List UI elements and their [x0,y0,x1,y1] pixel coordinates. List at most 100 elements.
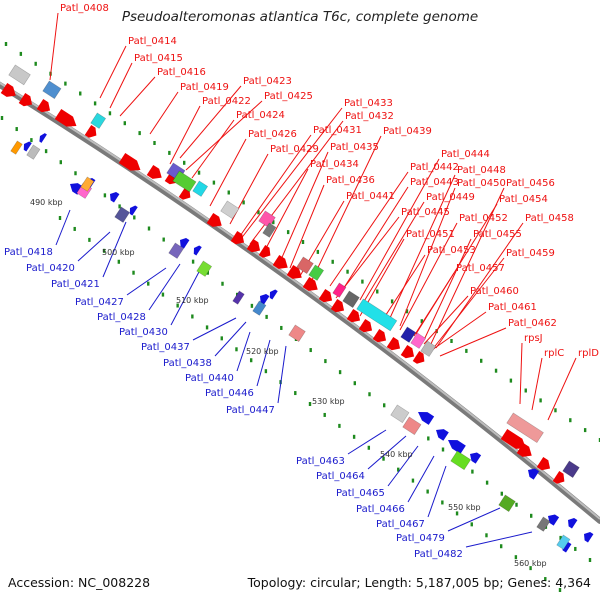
reverse-gene-label[interactable]: Patl_0430 [119,327,168,338]
forward-gene-label[interactable]: Patl_0415 [134,53,183,64]
feature-box [114,206,131,223]
reverse-gene-label[interactable]: Patl_0437 [141,342,190,353]
forward-gene-label[interactable]: Patl_0431 [313,125,362,136]
feature-box [172,170,197,193]
leader-line [277,345,287,404]
track-dot [509,378,513,383]
forward-gene-label[interactable]: Patl_0460 [470,286,519,297]
reverse-gene-label[interactable]: Patl_0438 [163,358,212,369]
forward-gene-label[interactable]: Patl_0458 [525,213,574,224]
forward-gene [258,244,271,258]
leader-line [263,168,309,253]
track-dot [524,388,527,393]
reverse-gene-label[interactable]: Patl_0447 [226,405,275,416]
track-dot [242,200,245,205]
reverse-gene-label[interactable]: Patl_0482 [414,549,463,560]
forward-gene-label[interactable]: Patl_0459 [506,248,555,259]
reverse-gene-label[interactable]: Patl_0420 [26,263,75,274]
forward-gene-label[interactable]: Patl_0414 [128,36,177,47]
forward-gene-label[interactable]: Patl_0449 [426,192,475,203]
forward-gene-label[interactable]: Patl_0433 [344,98,393,109]
reverse-gene-label[interactable]: Patl_0428 [97,312,146,323]
forward-gene-label[interactable]: Patl_0408 [60,3,109,14]
forward-gene-label[interactable]: Patl_0453 [427,245,476,256]
forward-gene-label[interactable]: Patl_0462 [508,318,557,329]
forward-gene-label[interactable]: Patl_0444 [441,149,490,160]
forward-gene-label[interactable]: Patl_0439 [383,126,432,137]
reverse-gene-label[interactable]: Patl_0464 [316,471,365,482]
reverse-gene [70,183,83,195]
track-dot [558,588,562,592]
reverse-gene-label[interactable]: Patl_0465 [336,488,385,499]
forward-gene-label[interactable]: Patl_0423 [243,76,292,87]
feature-box [252,300,267,316]
reverse-gene-label[interactable]: Patl_0463 [296,456,345,467]
forward-gene-label[interactable]: Patl_0419 [180,82,229,93]
track-dot [588,558,592,562]
reverse-gene-label[interactable]: Patl_0421 [51,279,100,290]
track-dot [569,418,572,423]
forward-gene-label[interactable]: Patl_0451 [406,229,455,240]
forward-gene-label[interactable]: Patl_0456 [506,178,555,189]
forward-gene-label[interactable]: Patl_0442 [410,162,459,173]
track-dot [30,138,33,143]
forward-gene-label[interactable]: Patl_0443 [410,177,459,188]
reverse-gene-label[interactable]: Patl_0446 [205,388,254,399]
track-dot [205,325,209,330]
reverse-gene-label[interactable]: Patl_0479 [396,533,445,544]
forward-gene-label[interactable]: Patl_0455 [473,229,522,240]
forward-gene-label[interactable]: rplC [544,348,564,359]
track-dot [515,502,518,507]
forward-gene-label[interactable]: rpsJ [524,333,543,344]
forward-gene-label[interactable]: Patl_0452 [459,213,508,224]
forward-gene [346,308,361,323]
forward-gene-label[interactable]: Patl_0424 [236,110,285,121]
track-dot [323,412,326,417]
reverse-gene-label[interactable]: Patl_0440 [185,373,234,384]
forward-gene [206,212,222,227]
forward-gene-label[interactable]: Patl_0441 [346,191,395,202]
reverse-gene [180,237,190,249]
track-dot [147,226,151,231]
reverse-gene-label[interactable]: Patl_0418 [4,247,53,258]
tick-label: 540 kbp [380,450,413,459]
reverse-gene-label[interactable]: Patl_0466 [356,504,405,515]
forward-gene-label[interactable]: Patl_0445 [401,207,450,218]
forward-gene-label[interactable]: Patl_0429 [270,144,319,155]
forward-gene [302,276,318,291]
forward-gene-label[interactable]: Patl_0434 [310,159,359,170]
track-dot [494,368,498,373]
forward-gene-label[interactable]: Patl_0454 [499,194,548,205]
reverse-gene-label[interactable]: Patl_0467 [376,519,425,530]
forward-gene-label[interactable]: Patl_0448 [457,165,506,176]
forward-gene-label[interactable]: Patl_0461 [488,302,537,313]
forward-gene [18,92,33,107]
forward-gene-label[interactable]: Patl_0457 [456,263,505,274]
forward-gene-label[interactable]: Patl_0426 [248,129,297,140]
forward-gene-label[interactable]: Patl_0422 [202,96,251,107]
leader-line [185,100,263,171]
track-dot [405,309,409,314]
feature-box [400,326,417,343]
forward-gene [54,108,77,127]
leader-line [192,317,237,341]
track-dot [58,216,62,220]
forward-gene-label[interactable]: Patl_0432 [345,111,394,122]
forward-gene-label[interactable]: Patl_0435 [330,142,379,153]
forward-gene [146,164,162,179]
forward-gene-label[interactable]: Patl_0436 [326,175,375,186]
forward-gene-label[interactable]: rplD [578,348,599,359]
leader-line [119,76,156,117]
track-dot [235,347,238,352]
leader-line [531,357,543,411]
leader-line [149,91,179,135]
leader-line [99,45,127,99]
leader-line [447,507,501,532]
forward-gene-label[interactable]: Patl_0425 [264,91,313,102]
leader-line [519,342,523,405]
forward-gene-label[interactable]: Patl_0416 [157,67,206,78]
leader-line [148,263,181,311]
reverse-gene-label[interactable]: Patl_0427 [75,297,124,308]
forward-gene-label[interactable]: Patl_0450 [457,178,506,189]
feature-box [390,404,410,424]
